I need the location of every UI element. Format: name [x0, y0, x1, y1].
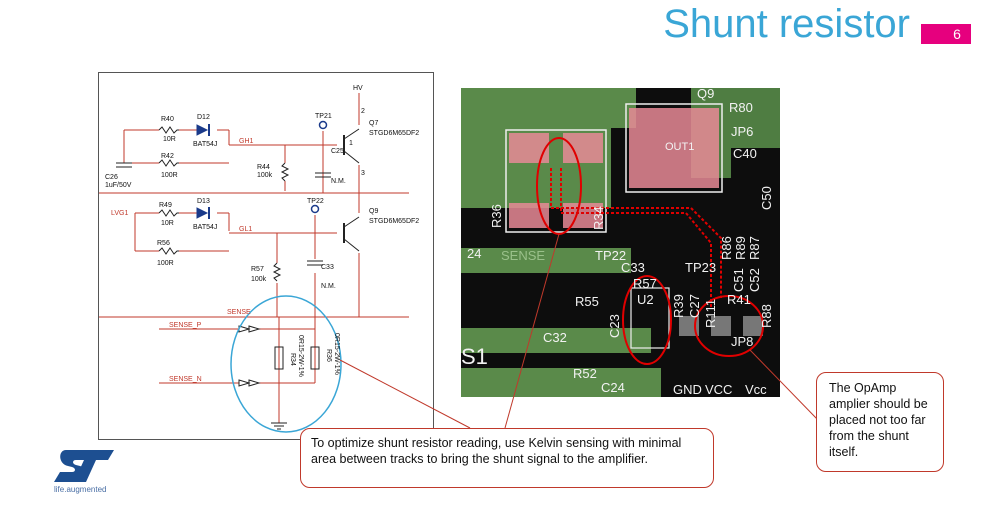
label-d12: D12 — [197, 114, 210, 121]
label-gl1: GL1 — [239, 226, 252, 233]
pcb-label-r41: R41 — [727, 292, 751, 307]
pcb-label-q9: Q9 — [697, 88, 714, 101]
pcb-drawing: Q9 R80 JP6 OUT1 C40 24 SENSE TP22 C33 TP… — [461, 88, 780, 397]
pcb-label-r111: R111 — [703, 299, 718, 328]
pcb-label-gnd: GND — [673, 382, 702, 397]
pcb-label-r57: R57 — [633, 276, 657, 291]
callout-opamp-text: The OpAmp amplier should be placed not t… — [829, 381, 928, 459]
label-pin3-q7: 3 — [361, 170, 365, 177]
logo-tagline: life.augmented — [54, 485, 107, 494]
pcb-label-r39: R39 — [671, 294, 686, 318]
pcb-label-r34: R34 — [591, 206, 606, 230]
pcb-label-24: 24 — [467, 246, 481, 261]
pcb-label-c23: C23 — [607, 314, 622, 338]
label-sense: SENSE — [227, 309, 251, 316]
label-c26: C26 — [105, 174, 118, 181]
pcb-label-tp23: TP23 — [685, 260, 716, 275]
pcb-label-sense: SENSE — [501, 248, 545, 263]
pcb-label-jp8: JP8 — [731, 334, 753, 349]
label-q7-part: STGD6M65DF2 — [369, 130, 419, 137]
pcb-label-jp6: JP6 — [731, 124, 753, 139]
label-pin2-q7: 2 — [361, 108, 365, 115]
label-q9-part: STGD6M65DF2 — [369, 218, 419, 225]
label-hv: HV — [353, 85, 363, 92]
pcb-label-r88: R88 — [759, 304, 774, 328]
page-number: 6 — [953, 26, 961, 42]
label-r36: R36 — [325, 349, 332, 362]
label-lvg1: LVG1 — [111, 210, 128, 217]
label-q9: Q9 — [369, 208, 378, 215]
label-r57: R57 — [251, 266, 264, 273]
label-c25: C25 — [331, 148, 344, 155]
label-r36-val: 0R15-2W-1% — [333, 333, 340, 375]
pcb-label-r55: R55 — [575, 294, 599, 309]
pcb-label-c24: C24 — [601, 380, 625, 395]
label-d13-part: BAT54J — [193, 224, 217, 231]
label-sense-p: SENSE_P — [169, 322, 202, 329]
pcb-label-out1: OUT1 — [665, 141, 694, 153]
label-r56-val: 100R — [157, 260, 174, 267]
label-q7: Q7 — [369, 120, 378, 127]
label-r44: R44 — [257, 164, 270, 171]
pcb-label-r52: R52 — [573, 366, 597, 381]
pcb-label-c51: C51 — [731, 268, 746, 292]
label-d13: D13 — [197, 198, 210, 205]
label-c33-val: N.M. — [321, 283, 336, 290]
pcb-label-c33: C33 — [621, 260, 645, 275]
label-r56: R56 — [157, 240, 170, 247]
pcb-label-r87: R87 — [747, 236, 762, 260]
label-gh1: GH1 — [239, 138, 254, 145]
label-r57-val: 100k — [251, 276, 267, 283]
label-r34-val: 0R15-2W-1% — [297, 335, 304, 377]
schematic-panel: HV R40 10R D12 BAT54J R42 100R C26 1uF/5… — [98, 72, 434, 440]
label-r42-val: 100R — [161, 172, 178, 179]
callout-opamp-placement: The OpAmp amplier should be placed not t… — [816, 372, 944, 472]
label-r34: R34 — [289, 353, 296, 366]
page-title: Shunt resistor — [663, 2, 910, 46]
label-r42: R42 — [161, 153, 174, 160]
callout-kelvin-text: To optimize shunt resistor reading, use … — [311, 436, 682, 466]
label-c33: C33 — [321, 264, 334, 271]
pcb-label-r86: R86 — [719, 236, 734, 260]
pcb-label-u2: U2 — [637, 292, 654, 307]
label-r44-val: 100k — [257, 172, 273, 179]
label-r49: R49 — [159, 202, 172, 209]
label-r49-val: 10R — [161, 220, 174, 227]
pcb-label-c52: C52 — [747, 268, 762, 292]
page-number-badge: 6 — [921, 24, 971, 44]
pcb-label-r80: R80 — [729, 100, 753, 115]
pcb-label-tp22: TP22 — [595, 248, 626, 263]
pcb-label-vcc: VCC — [705, 382, 732, 397]
callout-kelvin-sensing: To optimize shunt resistor reading, use … — [300, 428, 714, 488]
label-d12-part: BAT54J — [193, 141, 217, 148]
pcb-layout-image: Q9 R80 JP6 OUT1 C40 24 SENSE TP22 C33 TP… — [461, 88, 780, 397]
label-tp22: TP22 — [307, 198, 324, 205]
label-c26-val: 1uF/50V — [105, 182, 132, 189]
label-c25-val: N.M. — [331, 178, 346, 185]
pcb-label-c40: C40 — [733, 146, 757, 161]
pcb-label-s1: S1 — [461, 344, 488, 369]
schematic-diagram: HV R40 10R D12 BAT54J R42 100R C26 1uF/5… — [99, 85, 419, 433]
st-logo-icon — [54, 450, 114, 482]
pcb-label-r89: R89 — [733, 236, 748, 260]
pcb-label-c27: C27 — [687, 294, 702, 318]
pcb-label-c50: C50 — [759, 186, 774, 210]
pcb-label-c32: C32 — [543, 330, 567, 345]
label-r40: R40 — [161, 116, 174, 123]
label-pin1-q7: 1 — [349, 140, 353, 147]
pcb-label-vcc2: Vcc — [745, 382, 767, 397]
label-sense-n: SENSE_N — [169, 376, 202, 383]
label-r40-val: 10R — [163, 136, 176, 143]
pcb-label-r36: R36 — [489, 204, 504, 228]
label-tp21: TP21 — [315, 113, 332, 120]
